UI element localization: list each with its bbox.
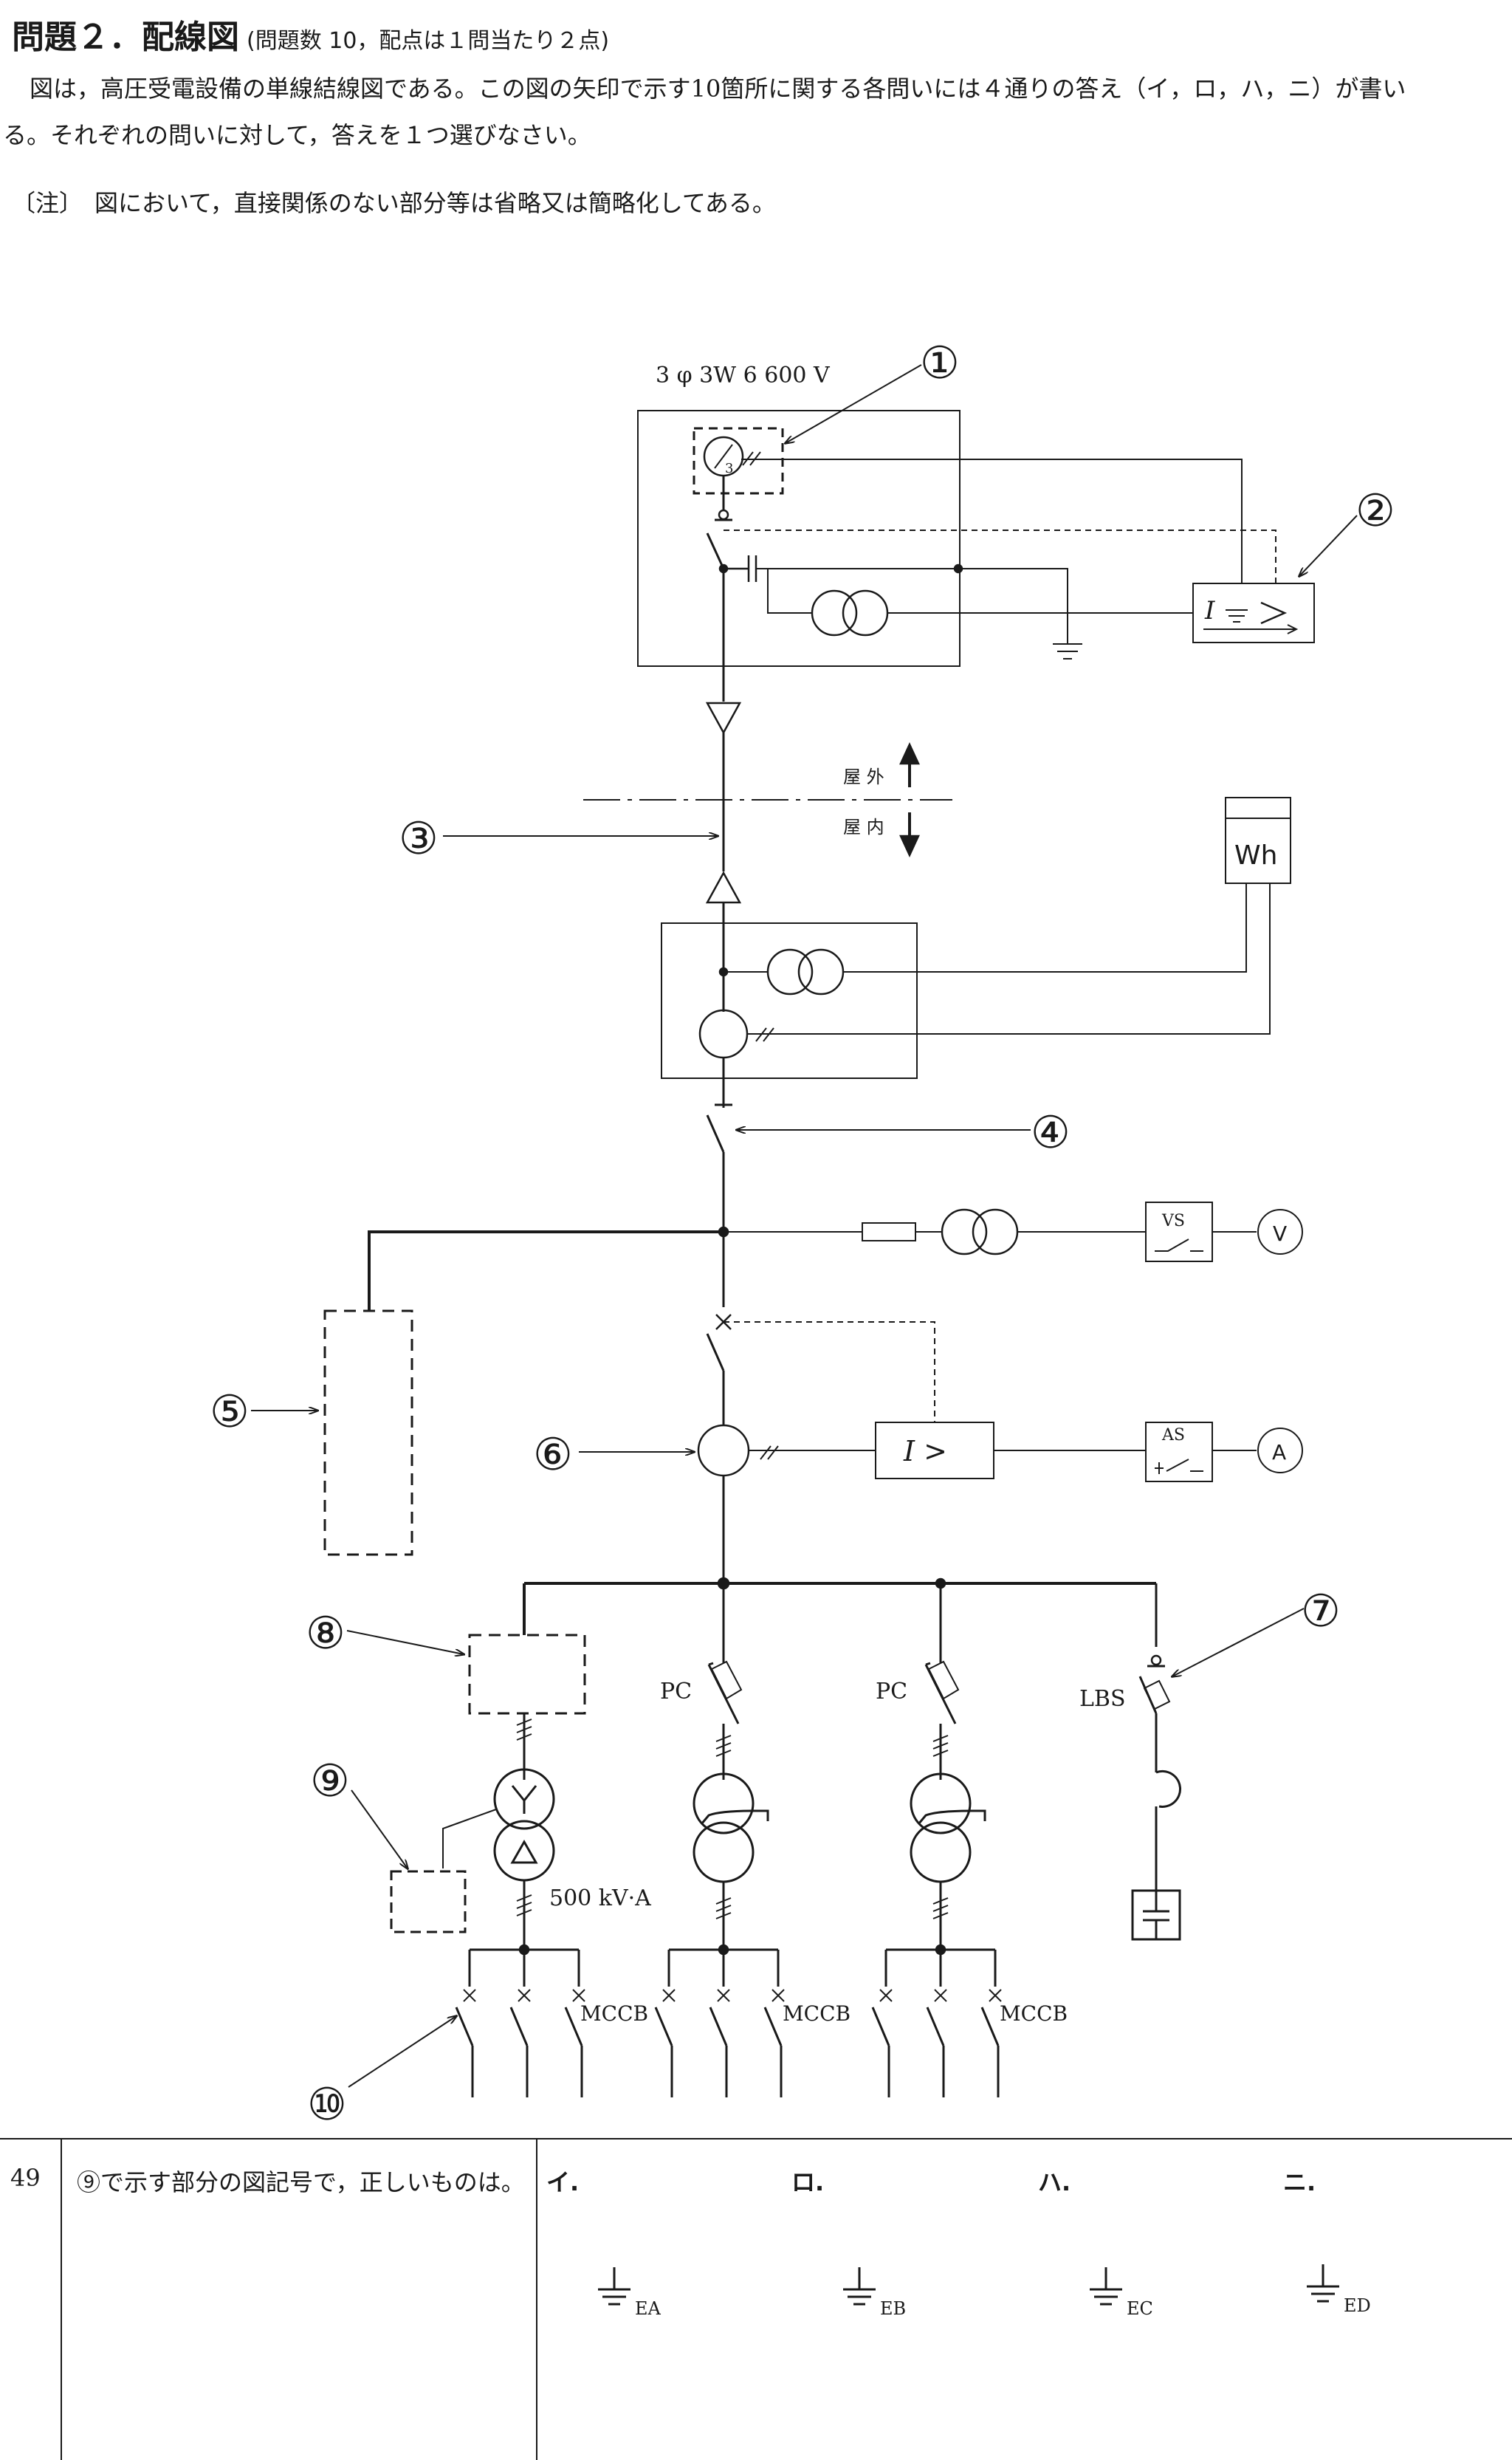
wh-label: Wh [1234,840,1277,871]
callout-7: ⑦ [1301,1586,1341,1637]
pc-2 [924,1654,957,1724]
callout-1: ① [920,338,960,389]
single-line-diagram: 3 φ 3W 6 600 V 3 I [210,338,1395,2127]
transformer-3-primary [910,1772,972,1834]
indoor-label: 屋 内 [843,817,884,837]
pas-vt-1 [811,589,858,637]
cable-head-bottom [705,871,742,904]
vcb-switch [706,1333,725,1371]
supply-label: 3 φ 3W 6 600 V [656,363,831,388]
transformer-2-primary [693,1772,755,1834]
mccb-2-label: MCCB [783,2001,850,2026]
choice-ro-label[interactable]: ロ. [791,2168,825,2196]
grounding-dashed-box [390,1870,467,1933]
answer-table-top-border [0,2138,1512,2139]
vs-label: VS [1161,1212,1185,1230]
v-label: V [1273,1222,1287,1246]
vct-vt-1 [766,948,814,996]
lightning-arrester-dashed-box [323,1309,413,1556]
pf-fuse [862,1222,916,1241]
choice-ro-sub: EB [880,2298,907,2319]
ammeter-switch [1145,1422,1213,1482]
transformer-rating: 500 kV·A [549,1885,651,1911]
choice-ni-label[interactable]: ニ. [1283,2168,1316,2196]
choice-i-ground-icon[interactable] [594,2267,660,2319]
cable-head-top [705,702,742,735]
mccb-group-1 [455,1944,585,2097]
callout-9: ⑨ [310,1755,350,1807]
title-subtitle: (問題数 10，配点は１問当たり２点) [247,28,610,54]
choice-ni-ground-icon[interactable] [1302,2264,1369,2316]
choice-i-sub: EA [635,2298,661,2319]
question-title: 問題２．配線図 (問題数 10，配点は１問当たり２点) [12,10,609,58]
pas-vt-2 [842,589,889,637]
question-number: 49 [10,2164,41,2192]
disconnector-switch [706,1114,725,1153]
choice-ni-sub: ED [1344,2295,1371,2316]
pc-1 [707,1654,740,1724]
col-divider-1 [61,2138,62,2460]
svg-text:I: I [1204,596,1215,626]
lbs-label: LBS [1079,1686,1126,1712]
col-divider-2 [536,2138,537,2460]
main-ct [697,1424,750,1477]
vct-ct [698,1009,749,1059]
choice-ro-ground-icon[interactable] [839,2267,905,2319]
intro-line-2: る。それぞれの問いに対して，答えを１つ選びなさい。 [3,121,591,149]
mccb-3-label: MCCB [1000,2001,1068,2026]
a-label: A [1272,1440,1286,1464]
ammeter [1257,1428,1303,1473]
zct-dashed-box [693,427,784,495]
pc-1-label: PC [660,1679,692,1704]
transformer-1-primary [493,1768,555,1830]
callout-2: ② [1355,485,1395,537]
callout-4: ④ [1031,1107,1071,1159]
callout-6: ⑥ [533,1429,573,1481]
mccb-group-2 [654,1944,785,2097]
vt-2 [972,1208,1019,1255]
vct-vt-2 [797,948,845,996]
callout-3: ③ [399,813,439,865]
vct-enclosure [661,922,918,1079]
choice-ha-label[interactable]: ハ. [1038,2168,1071,2196]
intro-line-1: 図は，高圧受電設備の単線結線図である。この図の矢印で示す10箇所に関する各問いに… [30,75,1406,103]
answer-table [0,2138,1512,2460]
ground-relay-box [1192,583,1315,643]
watt-hour-meter [1225,797,1291,884]
title-text: 問題２．配線図 [12,18,239,56]
choice-i-label[interactable]: イ. [546,2168,580,2196]
transformer-3-secondary [910,1821,972,1883]
as-label: AS [1161,1426,1185,1445]
callout-8: ⑧ [306,1608,346,1659]
question-text: ⑨で示す部分の図記号で，正しいものは。 [77,2168,525,2196]
mccb-1-label: MCCB [580,2001,648,2026]
callout-5: ⑤ [210,1386,250,1438]
svg-text:3: 3 [725,461,733,476]
mccb-group-3 [871,1944,1002,2097]
transformer-1-secondary [493,1820,555,1882]
upper-enclosure [637,410,961,667]
voltmeter [1257,1209,1303,1255]
ocr-label: I > [903,1435,947,1467]
vt-1 [941,1208,988,1255]
pc-2-label: PC [876,1679,907,1704]
feeder-1-dashed-box [468,1634,586,1715]
pas-switch [706,532,725,569]
note-line: 〔注〕 図において，直接関係のない部分等は省略又は簡略化してある。 [12,189,776,217]
callout-10: ⑩ [307,2079,347,2127]
series-reactor [1155,1769,1181,1808]
outdoor-label: 屋 外 [843,767,884,787]
choice-ha-ground-icon[interactable] [1085,2267,1152,2319]
voltmeter-switch [1145,1202,1213,1262]
transformer-2-secondary [693,1821,755,1883]
choice-ha-sub: EC [1127,2298,1153,2319]
